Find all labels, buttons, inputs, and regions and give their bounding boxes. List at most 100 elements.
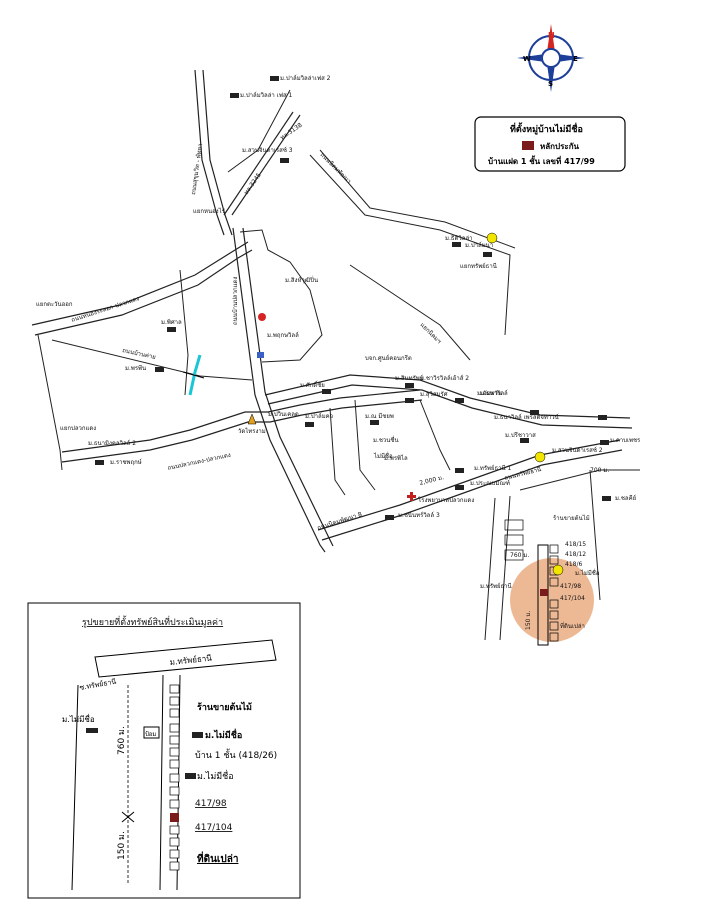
inset-label: ม.ไม่มีชื่อ	[575, 569, 600, 577]
detail-road-top: ม.ทรัพย์ธานี	[169, 653, 213, 667]
place-label: ม.ณ มีชยพ	[365, 412, 394, 420]
temple-icon	[258, 313, 266, 321]
detail-d1: 760 ม.	[117, 726, 127, 755]
place-label: ม.พิศาล	[161, 319, 182, 326]
river-arrow	[182, 354, 205, 396]
place-label: ม.ปาล์มวิลล่าเฟส 2	[280, 74, 331, 82]
detail-d2: 150 ม.	[117, 831, 127, 860]
compass-w: W	[523, 55, 531, 63]
inset-label: 418/15	[565, 541, 586, 548]
detail-shop: ร้านขายต้นไม้	[197, 701, 252, 713]
road-label: แยกทรัพย์ธานี	[460, 262, 497, 270]
detail-inset: รูปขยายที่ตั้งทรัพย์สินที่ประเมินมูลค่า …	[27, 602, 301, 899]
place-label: ม.ปาล์มวิลล่า เฟส 1	[240, 91, 293, 99]
road-label: ทล.3245	[243, 172, 263, 196]
place-label: ม.ดาบเพชร	[610, 437, 641, 444]
place-label: ม.ปรีชาวาส	[505, 431, 536, 439]
place-label: ม.ธนาวิลล์ เพรสติจทาวน์	[494, 413, 559, 421]
place-label: ม.สิงห์วุฒิปิ่น	[285, 276, 318, 284]
compass-n: N	[548, 31, 555, 40]
gate-box	[143, 726, 160, 739]
wat-icon	[247, 413, 257, 425]
collateral-marker-icon	[170, 813, 179, 822]
numbered-markers	[486, 232, 564, 576]
road-label: แยกปลวกแดง	[60, 425, 96, 432]
legend-title: ที่ตั้งหมู่บ้านไม่มีชื่อ	[510, 122, 583, 135]
place-label: ม.ปวินเคลด	[268, 411, 299, 418]
road-label: แยกตะวันออก	[36, 301, 73, 308]
map-inset-lane	[504, 519, 559, 646]
place-label: ม.ชลคีย์	[615, 494, 636, 502]
marker-icon	[534, 451, 546, 463]
road-labels: ถนนสุขุมวิท - พัทยา ทล.3245 ถนนนิคมพัฒนา…	[36, 122, 542, 532]
road-label: ถนนนิคมพัฒนา	[319, 151, 353, 185]
road-label: ถนนนิคมพัฒนา 8	[316, 511, 363, 532]
distance-label: 760 ม.	[510, 552, 529, 559]
road-network	[31, 69, 640, 641]
building-icon	[86, 728, 98, 733]
compass-s: S	[548, 80, 553, 88]
place-label: ม.สุวิสมรัศ	[420, 391, 448, 398]
detail-p1: 417/98	[195, 799, 227, 809]
inset-label: 417/104	[560, 595, 585, 602]
place-label: ม.สวนจินดาเรสซ์ 2	[552, 446, 603, 454]
place-label: ม.อัมพวัน	[477, 390, 502, 397]
distance-label: 150 ม.	[525, 611, 532, 630]
place-label: โรงพยาบาลปลวกแดง	[418, 496, 474, 504]
legend-property: บ้านแฝด 1 ชั้น เลขที่ 417/99	[488, 155, 595, 166]
place-label: ม.สินทรัพย์	[395, 374, 423, 382]
inset-label: ม.ทรัพย์ธานี	[480, 582, 512, 590]
map-inset-labels: ร้านขายต้นไม้ 418/15 418/12 418/6 ม.ไม่ม…	[480, 514, 600, 630]
place-label: บจก.ศูนย์คอนกรีต	[365, 354, 412, 362]
place-label: ม.ทรัพย์ธานี 1	[474, 464, 512, 472]
detail-house: บ้าน 1 ชั้น (418/26)	[195, 748, 277, 761]
detail-left-village: ม.ไม่มีชื่อ	[62, 713, 95, 724]
school-icon	[257, 352, 264, 358]
road-label: ทล.3138	[279, 122, 303, 142]
place-label: ม.ธนาวิลล์	[480, 389, 508, 397]
road-label: แยกหนองไร่	[193, 207, 226, 215]
place-label: ม.ธิติวิลล่า	[445, 235, 473, 242]
place-label: ม.ปาล์มนา	[465, 241, 493, 249]
place-label: ม.ธนามิงคลวิลล์ 2	[88, 439, 136, 447]
detail-p2: 417/104	[195, 823, 233, 833]
hospital-icon	[407, 492, 416, 501]
road-label: ถนนบ้านค่าย	[122, 347, 157, 361]
legend-marker-label: หลักประกัน	[540, 142, 580, 151]
inset-label: 418/6	[565, 561, 582, 568]
road-label: ถนนหนองระลอก-ปลวกแดง	[70, 295, 140, 324]
place-label: ม.พฤกษวิลล์	[267, 331, 299, 339]
road-label: แยกนิคมฯ	[419, 321, 443, 345]
detail-title: รูปขยายที่ตั้งทรัพย์สินที่ประเมินมูลค่า	[82, 615, 223, 628]
place-label: ม.พรพิไล	[384, 454, 408, 462]
compass-icon: N S W E	[517, 24, 585, 92]
marker-icon	[486, 232, 498, 244]
detail-land: ที่ดินเปล่า	[197, 851, 238, 865]
detail-unnamed2: ม.ไม่มีชื่อ	[197, 769, 234, 782]
place-label: ม.พรพีน	[125, 364, 146, 372]
place-label: ม.ประณบมัณฑ์	[470, 479, 510, 487]
road-label: ถนนสุขุมวิท - พัทยา	[190, 143, 204, 195]
place-label: ม.สวนจินดาเรสซ์ 3	[242, 146, 293, 154]
collateral-marker-icon	[522, 141, 534, 150]
building-icon	[192, 732, 203, 738]
inset-label: ร้านขายต้นไม้	[553, 514, 590, 522]
collateral-marker-icon	[540, 589, 548, 596]
distance-label: 2,000 ม.	[419, 474, 445, 487]
place-label: ม.ชวนชื่น	[373, 436, 399, 444]
detail-unnamed1: ม.ไม่มีชื่อ	[205, 728, 242, 741]
place-label: ไม่มีชื่อ	[373, 452, 393, 460]
detail-gate: ป้อม	[145, 731, 156, 738]
building-icon	[185, 773, 196, 779]
road-label: ถนนปลวกแดง-ปลวกแดง	[167, 452, 231, 472]
place-label: ม.ชนินทร์วิลล์ 3	[398, 511, 440, 519]
place-label: ม.ปาล์มคว	[305, 412, 333, 420]
inset-label: ที่ดินเปล่า	[560, 622, 585, 630]
road-label: ถนนบ้านปลวกแดง	[232, 277, 239, 325]
inset-label: 418/12	[565, 551, 586, 558]
place-label: ม.ราชพฤกษ์	[110, 458, 142, 466]
place-label: ม.ศักดิ์ชัย	[300, 380, 325, 389]
place-label: ม.ชาวิรวิลล์เฮ้าส์ 2	[420, 374, 469, 382]
inset-label: 417/98	[560, 583, 581, 590]
